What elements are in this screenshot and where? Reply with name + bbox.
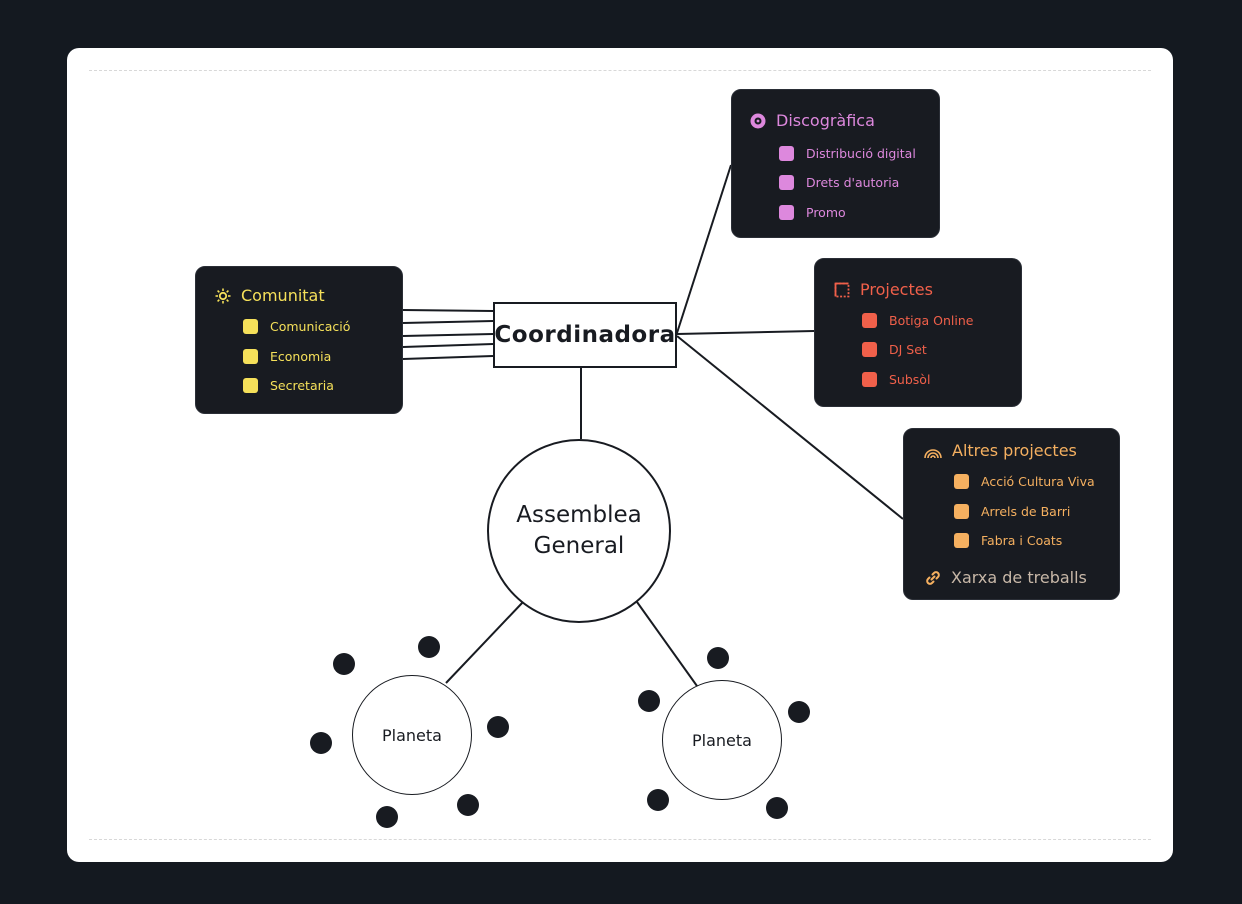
item-label: Fabra i Coats bbox=[981, 533, 1063, 548]
list-item[interactable]: Arrels de Barri bbox=[954, 504, 1070, 519]
color-swatch bbox=[954, 504, 969, 519]
group-card-comunitat[interactable]: Comunitat Comunicació Economia Secretari… bbox=[195, 266, 403, 414]
sun-icon bbox=[215, 288, 231, 303]
vinyl-record-icon bbox=[750, 113, 766, 128]
satellite-dot bbox=[707, 647, 729, 669]
list-item[interactable]: Secretaria bbox=[243, 378, 334, 393]
color-swatch bbox=[243, 319, 258, 334]
satellite-dot bbox=[457, 794, 479, 816]
color-swatch bbox=[779, 175, 794, 190]
group-card-altres-projectes[interactable]: Altres projectes Acció Cultura Viva Arre… bbox=[903, 428, 1120, 600]
group-title-comunitat: Comunitat bbox=[241, 286, 325, 305]
list-item[interactable]: Economia bbox=[243, 349, 331, 364]
planeta-label: Planeta bbox=[382, 725, 442, 745]
assemblea-general-node[interactable]: Assemblea General bbox=[487, 439, 671, 623]
list-item[interactable]: Botiga Online bbox=[862, 313, 974, 328]
list-item[interactable]: Comunicació bbox=[243, 319, 350, 334]
coordinadora-label: Coordinadora bbox=[494, 322, 676, 348]
group-card-discografica[interactable]: Discogràfica Distribució digital Drets d… bbox=[731, 89, 940, 238]
item-label: Comunicació bbox=[270, 319, 351, 334]
list-item[interactable]: DJ Set bbox=[862, 342, 927, 357]
list-item[interactable]: Promo bbox=[779, 205, 846, 220]
group-card-projectes[interactable]: Projectes Botiga Online DJ Set Subsòl bbox=[814, 258, 1022, 407]
item-label: Promo bbox=[806, 205, 846, 220]
planeta-node-1[interactable]: Planeta bbox=[352, 675, 472, 795]
footer-link-xarxa[interactable]: Xarxa de treballs bbox=[925, 568, 1087, 587]
link-comunitat-2 bbox=[402, 320, 494, 324]
item-label: Economia bbox=[270, 349, 332, 364]
color-swatch bbox=[862, 372, 877, 387]
color-swatch bbox=[954, 474, 969, 489]
item-label: Drets d'autoria bbox=[806, 175, 900, 190]
color-swatch bbox=[243, 378, 258, 393]
satellite-dot bbox=[376, 806, 398, 828]
rainbow-arc-icon bbox=[924, 448, 942, 458]
list-item[interactable]: Acció Cultura Viva bbox=[954, 474, 1095, 489]
group-header-altres-projectes: Altres projectes bbox=[924, 441, 1077, 460]
link-icon bbox=[926, 570, 940, 585]
satellite-dot bbox=[638, 690, 660, 712]
item-label: Distribució digital bbox=[806, 146, 916, 161]
link-altres-projectes bbox=[676, 335, 904, 520]
link-planeta-2 bbox=[636, 601, 698, 687]
list-item[interactable]: Subsòl bbox=[862, 372, 930, 387]
satellite-dot bbox=[310, 732, 332, 754]
color-swatch bbox=[779, 205, 794, 220]
link-comunitat-4 bbox=[402, 343, 494, 348]
item-label: Arrels de Barri bbox=[981, 504, 1071, 519]
group-title-discografica: Discogràfica bbox=[776, 111, 875, 130]
group-title-projectes: Projectes bbox=[860, 280, 933, 299]
item-label: Botiga Online bbox=[889, 313, 974, 328]
assemblea-label-line1: Assemblea bbox=[516, 502, 642, 528]
color-swatch bbox=[954, 533, 969, 548]
link-planeta-1 bbox=[445, 601, 524, 684]
satellite-dot bbox=[333, 653, 355, 675]
link-comunitat-5 bbox=[402, 355, 494, 360]
planeta-label: Planeta bbox=[692, 730, 752, 750]
bottom-frame-guide bbox=[89, 839, 1151, 840]
item-label: DJ Set bbox=[889, 342, 927, 357]
item-label: Acció Cultura Viva bbox=[981, 474, 1095, 489]
color-swatch bbox=[862, 313, 877, 328]
link-projectes bbox=[676, 330, 815, 335]
item-label: Secretaria bbox=[270, 378, 334, 393]
color-swatch bbox=[779, 146, 794, 161]
footer-link-label: Xarxa de treballs bbox=[951, 568, 1087, 587]
group-header-discografica: Discogràfica bbox=[750, 111, 875, 130]
satellite-dot bbox=[647, 789, 669, 811]
list-item[interactable]: Distribució digital bbox=[779, 146, 916, 161]
group-header-comunitat: Comunitat bbox=[215, 286, 325, 305]
list-item[interactable]: Fabra i Coats bbox=[954, 533, 1062, 548]
color-swatch bbox=[862, 342, 877, 357]
assemblea-label-line2: General bbox=[533, 533, 625, 559]
top-frame-guide bbox=[89, 70, 1151, 71]
list-item[interactable]: Drets d'autoria bbox=[779, 175, 899, 190]
group-header-projectes: Projectes bbox=[834, 280, 933, 299]
item-label: Subsòl bbox=[889, 372, 931, 387]
link-discografica bbox=[676, 164, 732, 334]
satellite-dot bbox=[766, 797, 788, 819]
satellite-dot bbox=[487, 716, 509, 738]
link-comunitat-1 bbox=[402, 309, 494, 312]
satellite-dot bbox=[418, 636, 440, 658]
group-title-altres-projectes: Altres projectes bbox=[952, 441, 1077, 460]
link-comunitat-3 bbox=[402, 333, 494, 337]
color-swatch bbox=[243, 349, 258, 364]
coordinadora-node[interactable]: Coordinadora bbox=[493, 302, 677, 368]
planeta-node-2[interactable]: Planeta bbox=[662, 680, 782, 800]
dotted-square-icon bbox=[834, 282, 850, 297]
satellite-dot bbox=[788, 701, 810, 723]
